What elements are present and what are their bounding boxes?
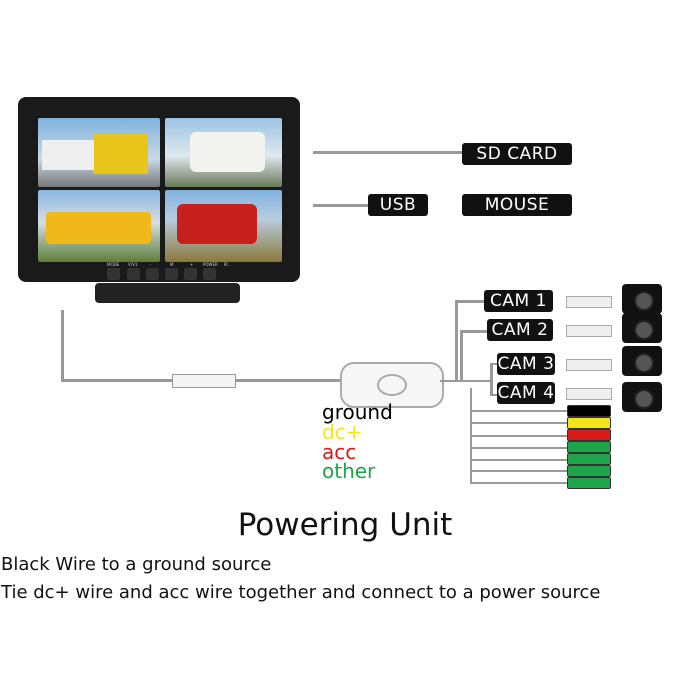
other-wire-end: [567, 477, 611, 489]
menu-button: [165, 268, 178, 280]
cam-wire: [460, 330, 488, 333]
cam3-label: CAM 3: [497, 353, 555, 375]
power-wire: [470, 435, 567, 437]
other-wire-end: [567, 465, 611, 477]
power-wire: [470, 447, 567, 449]
cam-wire: [455, 300, 485, 303]
usb-label: USB: [368, 194, 428, 216]
screen-truck: [38, 118, 160, 187]
ground-wire-end: [567, 405, 611, 417]
power-wire: [470, 459, 567, 461]
button-label: MODE: [107, 262, 120, 267]
screen-school-bus: [38, 190, 160, 262]
cam2-plug: [566, 325, 612, 337]
camera-icon: [622, 346, 662, 376]
sd-card-label: SD CARD: [462, 143, 572, 165]
button-label: POWER: [203, 262, 218, 267]
vv1-button: [127, 268, 140, 280]
main-cable: [61, 310, 64, 381]
power-wire: [470, 482, 567, 484]
other-wire-end: [567, 453, 611, 465]
cam-wire: [490, 363, 493, 396]
cam1-plug: [566, 296, 612, 308]
screen-tractor: [165, 190, 282, 262]
camera-icon: [622, 382, 662, 412]
harness-hub: [340, 362, 444, 408]
cam3-plug: [566, 359, 612, 371]
button-label: +: [190, 262, 194, 267]
dc-wire-end: [567, 417, 611, 429]
cam-wire: [455, 300, 458, 380]
sd-card-wire: [313, 151, 463, 154]
cam-wire: [440, 380, 492, 382]
cam-wire: [490, 363, 498, 365]
legend-ground: ground: [322, 400, 393, 424]
legend-other: other: [322, 459, 376, 483]
cam-wire: [460, 330, 463, 380]
button-label: M: [170, 262, 174, 267]
monitor-stand: [95, 283, 240, 303]
cam1-label: CAM 1: [484, 290, 553, 312]
cam4-label: CAM 4: [497, 382, 555, 404]
minus-button: [146, 268, 159, 280]
legend-acc: acc: [322, 440, 357, 464]
power-button: [203, 268, 216, 280]
usb-wire: [313, 204, 369, 207]
screen-bus: [165, 118, 282, 187]
other-wire-end: [567, 441, 611, 453]
cam-wire: [490, 394, 498, 396]
power-wire: [470, 422, 567, 424]
plus-button: [184, 268, 197, 280]
mouse-label: MOUSE: [462, 194, 572, 216]
section-title: Powering Unit: [237, 507, 453, 543]
cam2-label: CAM 2: [487, 319, 553, 341]
instruction-line: Black Wire to a ground source: [1, 554, 272, 575]
instruction-line: Tie dc+ wire and acc wire together and c…: [1, 582, 601, 603]
button-label: IR: [224, 262, 228, 267]
cam4-plug: [566, 388, 612, 400]
power-wire: [470, 410, 567, 412]
mode-button: [107, 268, 120, 280]
camera-icon: [622, 313, 662, 343]
power-wire: [470, 470, 567, 472]
cable-connector: [172, 374, 236, 388]
button-label: -: [150, 262, 152, 267]
camera-icon: [622, 284, 662, 314]
button-label: V/V1: [128, 262, 138, 267]
legend-dc: dc+: [322, 420, 363, 444]
acc-wire-end: [567, 429, 611, 441]
